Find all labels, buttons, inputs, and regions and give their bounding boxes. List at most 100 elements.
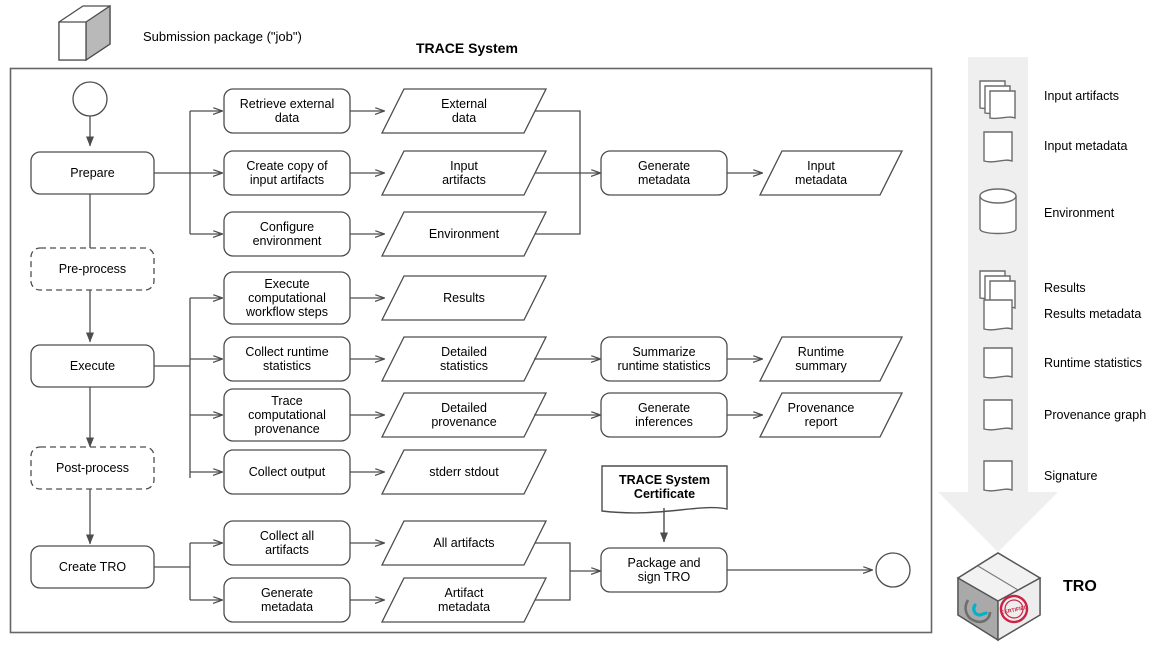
line: metadata bbox=[260, 600, 314, 614]
line: Summarize bbox=[632, 345, 696, 359]
line: metadata bbox=[794, 173, 848, 187]
activity-label-execute-computational-workflow-steps: Execute computational workflow steps bbox=[224, 277, 350, 319]
tro-label: TRO bbox=[1063, 578, 1097, 595]
legend-icon-provenance-graph bbox=[983, 399, 1013, 431]
line: artifacts bbox=[265, 543, 309, 557]
artifact-label-detailed-provenance: Detailed provenance bbox=[402, 401, 526, 429]
lane-label-post-process: Post-process bbox=[56, 461, 129, 475]
lane-pre-process[interactable] bbox=[30, 247, 155, 291]
line: summary bbox=[795, 359, 847, 373]
start-node bbox=[72, 81, 108, 117]
line: data bbox=[274, 111, 300, 125]
artifact-label-results: Results bbox=[443, 291, 485, 305]
line: Detailed bbox=[441, 345, 487, 359]
artifact-provenance-report bbox=[758, 392, 904, 438]
line: workflow steps bbox=[246, 305, 328, 319]
line: statistics bbox=[263, 359, 311, 373]
artifact-label-artifact-metadata: Artifact metadata bbox=[402, 586, 526, 614]
activity-label-collect-all-artifacts: Collect all artifacts bbox=[224, 529, 350, 557]
artifact-label-environment: Environment bbox=[428, 227, 500, 241]
activity-label-generate-inferences: Generate inferences bbox=[601, 401, 727, 429]
line: computational bbox=[248, 408, 326, 422]
line: Certificate bbox=[633, 487, 696, 501]
end-node bbox=[875, 552, 911, 588]
legend-label-signature: Signature bbox=[1044, 469, 1098, 483]
legend-label-results-metadata: Results metadata bbox=[1044, 307, 1142, 321]
page-title: TRACE System bbox=[416, 40, 518, 56]
artifact-detailed-statistics bbox=[380, 336, 548, 382]
line: computational bbox=[248, 291, 326, 305]
legend-label-provenance-graph: Provenance graph bbox=[1044, 408, 1147, 422]
line: Execute bbox=[264, 277, 310, 291]
artifact-artifact-metadata bbox=[380, 577, 548, 623]
line: artifacts bbox=[442, 173, 486, 187]
line: Artifact bbox=[444, 586, 484, 600]
certificate-label: TRACE System Certificate bbox=[602, 473, 727, 501]
legend-icon-signature bbox=[983, 460, 1013, 492]
legend-icon-runtime-statistics bbox=[983, 347, 1013, 379]
submission-package-cube-icon bbox=[58, 4, 111, 62]
artifact-environment bbox=[380, 211, 548, 257]
svg-text:CERTIFIED: CERTIFIED bbox=[1000, 605, 1028, 617]
artifact-label-stderr-stdout: stderr stdout bbox=[429, 465, 499, 479]
line: Generate bbox=[260, 586, 314, 600]
legend-label-environment: Environment bbox=[1044, 206, 1115, 220]
line: Retrieve external bbox=[239, 97, 335, 111]
artifact-label-runtime-summary: Runtime summary bbox=[760, 345, 882, 373]
legend-icon-results-metadata bbox=[983, 299, 1013, 331]
lane-post-process[interactable] bbox=[30, 446, 155, 490]
artifact-stderr-stdout bbox=[380, 449, 548, 495]
line: Input bbox=[807, 159, 835, 173]
artifact-label-input-artifacts: Input artifacts bbox=[402, 159, 526, 187]
lane-label-execute: Execute bbox=[69, 359, 116, 373]
legend-label-input-metadata: Input metadata bbox=[1044, 139, 1128, 153]
line: Collect all bbox=[259, 529, 315, 543]
line: provenance bbox=[254, 422, 320, 436]
legend-icon-input-artifacts bbox=[979, 80, 1016, 120]
activity-label-generate-metadata-input: Generate metadata bbox=[601, 159, 727, 187]
trace-system-certificate-note bbox=[601, 465, 728, 514]
line: report bbox=[804, 415, 838, 429]
artifact-results bbox=[380, 275, 548, 321]
line: Generate bbox=[637, 159, 691, 173]
lane-label-pre-process: Pre-process bbox=[58, 262, 127, 276]
lane-label-create-tro: Create TRO bbox=[58, 560, 127, 574]
activity-label-retrieve-external-data: Retrieve external data bbox=[224, 97, 350, 125]
artifact-label-input-metadata: Input metadata bbox=[760, 159, 882, 187]
line: inferences bbox=[635, 415, 693, 429]
activity-label-generate-metadata-tro: Generate metadata bbox=[224, 586, 350, 614]
line: Detailed bbox=[441, 401, 487, 415]
line: data bbox=[451, 111, 477, 125]
line: TRACE System bbox=[619, 473, 710, 487]
activity-label-collect-runtime-statistics: Collect runtime statistics bbox=[224, 345, 350, 373]
legend-icon-environment bbox=[979, 188, 1017, 235]
legend-icon-input-metadata bbox=[983, 131, 1013, 163]
activity-label-collect-output: Collect output bbox=[248, 465, 326, 479]
line: Input bbox=[450, 159, 478, 173]
line: Create copy of bbox=[246, 159, 328, 173]
legend-label-input-artifacts: Input artifacts bbox=[1044, 89, 1120, 103]
trace-system-frame bbox=[9, 67, 933, 634]
artifact-label-detailed-statistics: Detailed statistics bbox=[402, 345, 526, 373]
line: provenance bbox=[431, 415, 497, 429]
lane-label-prepare: Prepare bbox=[70, 166, 115, 180]
line: Generate bbox=[637, 401, 691, 415]
artifact-runtime-summary bbox=[758, 336, 904, 382]
activity-label-summarize-runtime-statistics: Summarize runtime statistics bbox=[597, 345, 731, 373]
legend-label-results: Results bbox=[1044, 281, 1086, 295]
line: Collect runtime bbox=[245, 345, 329, 359]
line: environment bbox=[252, 234, 322, 248]
tro-cube-icon: CERTIFIED bbox=[956, 552, 1042, 642]
activity-label-trace-computational-provenance: Trace computational provenance bbox=[224, 394, 350, 436]
line: input artifacts bbox=[249, 173, 325, 187]
line: Provenance bbox=[787, 401, 855, 415]
line: Runtime bbox=[797, 345, 845, 359]
submission-package-label: Submission package ("job") bbox=[143, 29, 302, 44]
line: metadata bbox=[437, 600, 491, 614]
artifact-input-artifacts bbox=[380, 150, 548, 196]
artifact-detailed-provenance bbox=[380, 392, 548, 438]
legend-label-runtime-statistics: Runtime statistics bbox=[1044, 356, 1142, 370]
artifact-label-all-artifacts: All artifacts bbox=[433, 536, 495, 550]
